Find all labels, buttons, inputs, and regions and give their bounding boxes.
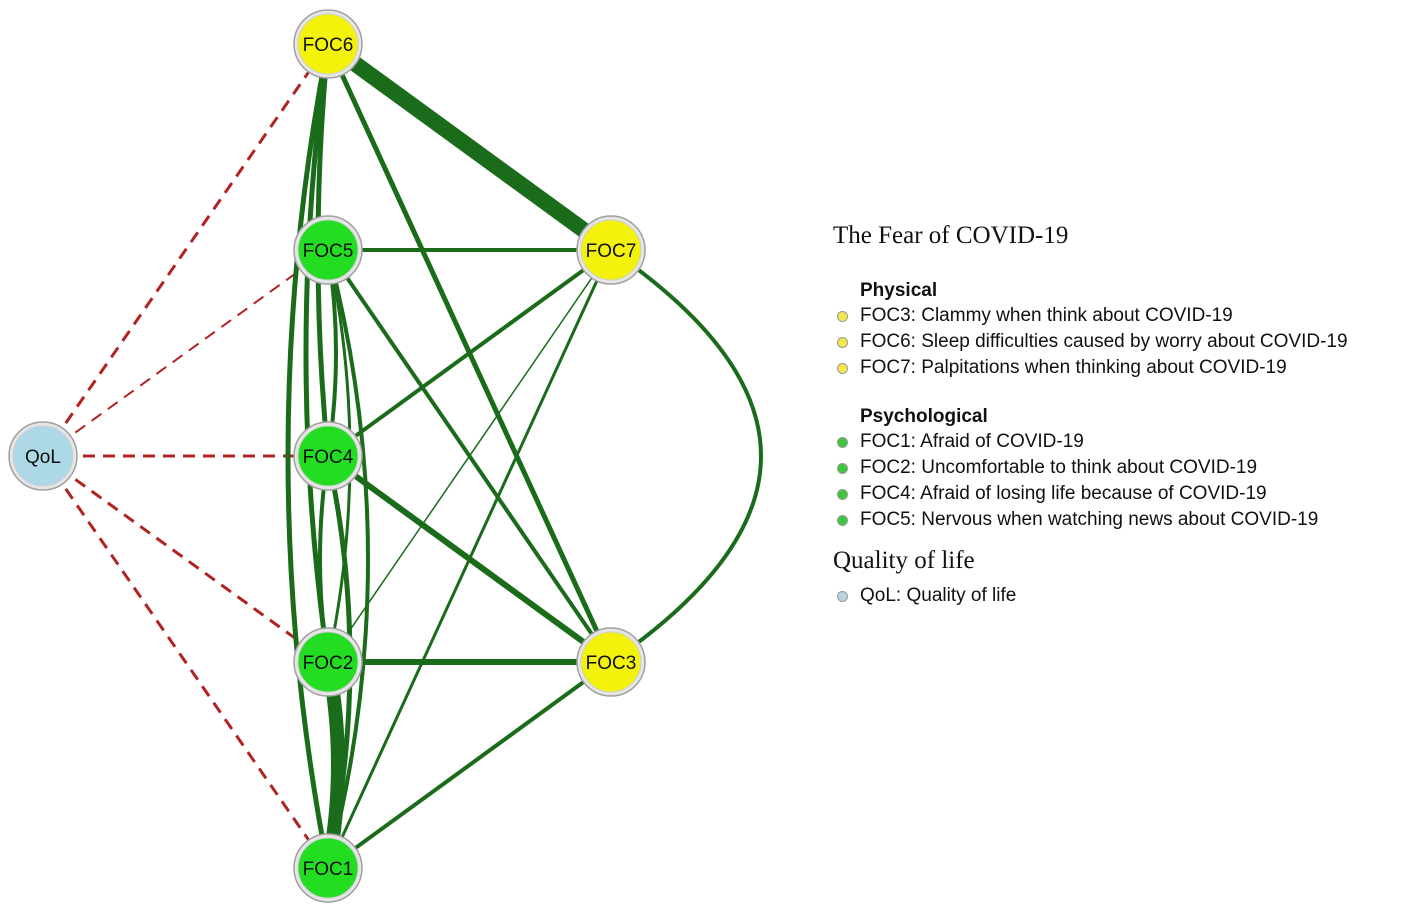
edge-foc5-foc1 — [326, 248, 370, 870]
node-label: FOC3 — [586, 653, 637, 674]
edges-layer — [41, 36, 763, 875]
node-label: FOC1 — [303, 859, 354, 880]
legend-title-qol: Quality of life — [833, 547, 975, 574]
node-qol: QoL — [8, 421, 78, 491]
node-fill — [297, 837, 359, 899]
legend-item: QoL: Quality of life — [833, 583, 1413, 609]
edge-foc7-foc3 — [609, 248, 763, 664]
node-foc2: FOC2 — [293, 627, 363, 697]
edge-foc1-foc7 — [326, 248, 613, 870]
node-foc5: FOC5 — [293, 215, 363, 285]
edge-foc2-foc7 — [327, 249, 612, 663]
node-label: FOC6 — [303, 35, 354, 56]
legend-item: FOC5: Nervous when watching news about C… — [833, 507, 1413, 533]
legend-item: FOC6: Sleep difficulties caused by worry… — [833, 329, 1413, 355]
edge-foc6-foc1 — [285, 41, 331, 871]
physical-dot-icon — [837, 363, 848, 374]
node-fill — [297, 219, 359, 281]
edge-qol-foc2 — [42, 454, 329, 664]
node-label: QoL — [25, 447, 61, 468]
node-label: FOC2 — [303, 653, 354, 674]
edge-qol-foc1 — [41, 455, 330, 869]
node-fill — [580, 219, 642, 281]
node-foc3: FOC3 — [576, 627, 646, 697]
legend-item: FOC2: Uncomfortable to think about COVID… — [833, 455, 1413, 481]
legend-item: FOC4: Afraid of losing life because of C… — [833, 481, 1413, 507]
node-fill — [12, 425, 74, 487]
edge-foc1-foc3 — [326, 660, 613, 870]
node-foc6: FOC6 — [293, 9, 363, 79]
psychological-dot-icon — [837, 515, 848, 526]
edge-foc4-foc7 — [326, 248, 613, 458]
edge-qol-foc6 — [41, 43, 330, 457]
node-foc7: FOC7 — [576, 215, 646, 285]
legend-item: FOC7: Palpitations when thinking about C… — [833, 355, 1413, 381]
legend-title-foc: The Fear of COVID-19 — [833, 222, 1069, 249]
node-label: FOC5 — [303, 241, 354, 262]
edge-qol-foc5 — [42, 249, 329, 457]
node-fill — [297, 425, 359, 487]
node-fill — [580, 631, 642, 693]
legend-group-psychological: Psychological — [860, 406, 988, 427]
physical-dot-icon — [837, 311, 848, 322]
edge-foc6-foc7 — [320, 36, 619, 258]
legend-group-physical: Physical — [860, 280, 938, 301]
node-label: FOC7 — [586, 241, 637, 262]
node-foc4: FOC4 — [293, 421, 363, 491]
edge-foc6-foc2 — [303, 41, 331, 665]
legend-item: FOC1: Afraid of COVID-19 — [833, 429, 1413, 455]
node-foc1: FOC1 — [293, 833, 363, 903]
node-fill — [297, 631, 359, 693]
psychological-dot-icon — [837, 437, 848, 448]
node-label: FOC4 — [303, 447, 354, 468]
physical-dot-icon — [837, 337, 848, 348]
psychological-dot-icon — [837, 463, 848, 474]
psychological-dot-icon — [837, 489, 848, 500]
qol-dot-icon — [837, 591, 848, 602]
legend: The Fear of COVID-19 Physical FOC3: Clam… — [833, 220, 1413, 609]
legend-item: FOC3: Clammy when think about COVID-19 — [833, 303, 1413, 329]
node-fill — [297, 13, 359, 75]
